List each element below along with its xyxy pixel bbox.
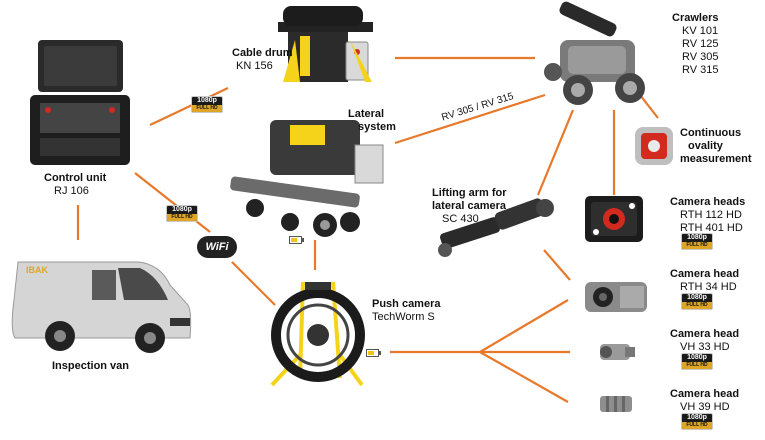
hd-badge-res: 1080p	[197, 97, 217, 104]
rth34-camera-image	[585, 282, 647, 312]
hd-badge-res: 1080p	[687, 354, 707, 361]
ovality-line-2: ovality	[688, 140, 723, 152]
control-unit-model: RJ 106	[54, 185, 89, 197]
hd-badge-full: FULL HD	[167, 214, 197, 221]
crawler-model-2: RV 125	[682, 38, 719, 50]
lifting-arm-model: SC 430	[442, 213, 479, 225]
ovality-line-3: measurement	[680, 153, 752, 165]
crawlers-title: Crawlers	[672, 12, 719, 24]
crawlers-label: Crawlers KV 101 RV 125 RV 305 RV 315	[672, 12, 719, 77]
camera-heads-model-1: RTH 112 HD	[680, 209, 742, 221]
line-control-cable-drum	[149, 87, 229, 126]
inspection-van-label: Inspection van	[52, 360, 129, 373]
hd-badge-full: FULL HD	[682, 242, 712, 249]
cable-drum-image	[278, 6, 373, 82]
lifting-arm-image	[438, 198, 554, 257]
camera-head-vh39-title: Camera head	[670, 388, 740, 400]
cable-drum-model: KN 156	[236, 60, 273, 72]
push-camera-label: Push camera TechWorm S	[372, 298, 440, 324]
push-camera-title: Push camera	[372, 298, 441, 310]
lifting-arm-line-1: Lifting arm for	[432, 187, 507, 199]
lateral-system-image	[230, 120, 384, 237]
push-camera-model: TechWorm S	[372, 311, 435, 323]
lifting-arm-label: Lifting arm for lateral camera SC 430	[432, 187, 507, 226]
crawler-image	[544, 1, 645, 105]
control-unit-title: Control unit	[44, 172, 107, 184]
crawler-model-3: RV 305	[682, 51, 719, 63]
camera-head-vh33-model: VH 33 HD	[680, 341, 730, 353]
ovality-label: Continuous ovality measurement	[680, 127, 752, 166]
camera-head-rth34-label: Camera head RTH 34 HD	[670, 268, 739, 294]
lateral-title-2: system	[358, 121, 396, 133]
battery-icon-push	[366, 349, 381, 357]
line-lifting-rth34	[543, 249, 571, 281]
hd-badge-full: FULL HD	[682, 302, 712, 309]
hd-badge-full: FULL HD	[192, 105, 222, 112]
vh33-camera-image	[600, 344, 635, 360]
hd-badge-rth34: 1080p FULL HD	[681, 293, 713, 310]
rth-camera-image	[585, 196, 643, 242]
inspection-van-title: Inspection van	[52, 360, 130, 372]
line-lateral-crawlers	[394, 93, 546, 145]
lifting-arm-line-2: lateral camera	[432, 200, 506, 212]
camera-head-rth34-model: RTH 34 HD	[680, 281, 737, 293]
camera-head-vh39-label: Camera head VH 39 HD	[670, 388, 739, 414]
control-unit-label: Control unit RJ 106	[44, 172, 106, 198]
lateral-system-label: Lateral system	[348, 108, 396, 134]
hd-badge-control-link: 1080p FULL HD	[166, 205, 198, 222]
crawler-model-1: KV 101	[682, 25, 719, 37]
ovality-sensor-image	[635, 127, 673, 165]
hd-badge-vh39: 1080p FULL HD	[681, 413, 713, 430]
line-hub-vh39	[479, 351, 569, 403]
hd-badge-camera-heads: 1080p FULL HD	[681, 233, 713, 250]
inspection-van-image	[11, 261, 192, 353]
cable-drum-title: Cable drum	[232, 47, 293, 59]
line-hub-rth34	[479, 299, 569, 353]
line-control-wifi	[134, 172, 211, 233]
hd-badge-res: 1080p	[172, 206, 192, 213]
camera-heads-title: Camera heads	[670, 196, 746, 208]
camera-head-vh33-title: Camera head	[670, 328, 740, 340]
camera-head-vh39-model: VH 39 HD	[680, 401, 730, 413]
hd-badge-full: FULL HD	[682, 362, 712, 369]
wifi-icon: WiFi	[197, 236, 237, 258]
hd-badge-res: 1080p	[687, 414, 707, 421]
camera-head-vh33-label: Camera head VH 33 HD	[670, 328, 739, 354]
cable-drum-label: Cable drum KN 156	[232, 47, 293, 73]
hd-badge-res: 1080p	[687, 234, 707, 241]
hd-badge-full: FULL HD	[682, 422, 712, 429]
vh39-camera-image	[600, 396, 632, 412]
line-crawlers-ovality	[639, 94, 659, 119]
push-camera-image	[270, 281, 365, 387]
connection-lines	[76, 56, 659, 403]
hd-badge-cable-link: 1080p FULL HD	[191, 96, 223, 113]
control-unit-image	[30, 40, 130, 165]
hd-badge-res: 1080p	[687, 294, 707, 301]
camera-heads-label: Camera heads RTH 112 HD RTH 401 HD	[670, 196, 745, 235]
hd-badge-vh33: 1080p FULL HD	[681, 353, 713, 370]
line-crawlers-lifting	[536, 109, 575, 196]
ovality-line-1: Continuous	[680, 127, 742, 139]
lateral-title: Lateral	[348, 108, 385, 120]
line-wifi-push	[231, 261, 276, 306]
van-brand-logo: IBAK	[26, 265, 48, 275]
battery-icon-lateral	[289, 236, 304, 244]
camera-head-rth34-title: Camera head	[670, 268, 740, 280]
crawler-model-4: RV 315	[682, 64, 719, 76]
camera-heads-model-2: RTH 401 HD	[680, 222, 743, 234]
